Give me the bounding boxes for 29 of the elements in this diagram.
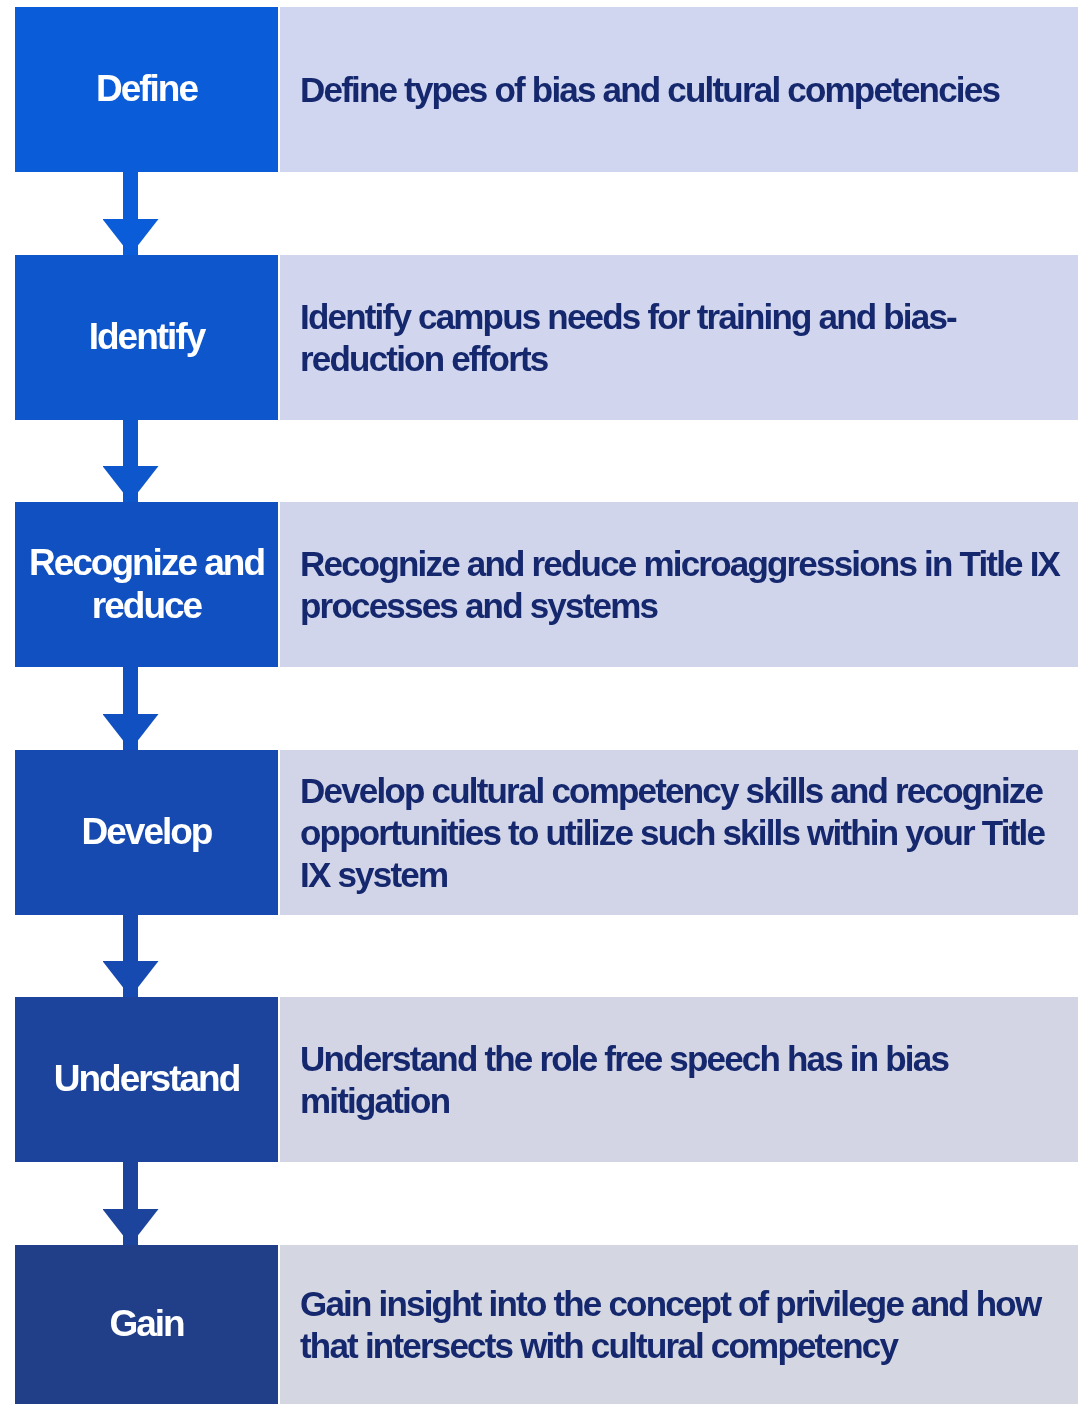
description-box [280, 750, 1078, 915]
step-box [15, 1245, 278, 1404]
step-label: Understand [52, 1058, 241, 1101]
step-label: Recognize and reduce [27, 541, 266, 628]
description-box [280, 997, 1078, 1162]
description-text: Gain insight into the concept of privilege and how that intersects with cultural competency [300, 1282, 1042, 1367]
step-label: Gain [108, 1303, 185, 1346]
step-box [15, 502, 278, 667]
description-box [280, 7, 1078, 172]
down-arrow [102, 1162, 159, 1245]
description-box [280, 1245, 1078, 1404]
description-box [280, 502, 1078, 667]
description-box [280, 255, 1078, 420]
step-label: Define [94, 68, 199, 111]
step-box [15, 997, 278, 1162]
description-text: Define types of bias and cultural competencies [300, 68, 1000, 111]
step-label: Identify [87, 316, 207, 359]
step-box [15, 750, 278, 915]
description-text: Understand the role free speech has in bias mitigation [300, 1037, 950, 1122]
down-arrow [102, 915, 159, 997]
step-box [15, 255, 278, 420]
down-arrow [102, 420, 159, 502]
description-text: Identify campus needs for training and bias-reduction efforts [300, 295, 958, 380]
down-arrow [102, 667, 159, 750]
description-text: Develop cultural competency skills and recognize opportunities to utilize such skills within your Title IX system [300, 769, 1046, 896]
step-box [15, 7, 278, 172]
down-arrow [102, 172, 159, 255]
description-text: Recognize and reduce microaggressions in Title IX processes and systems [300, 542, 1061, 627]
step-label: Develop [80, 811, 213, 854]
